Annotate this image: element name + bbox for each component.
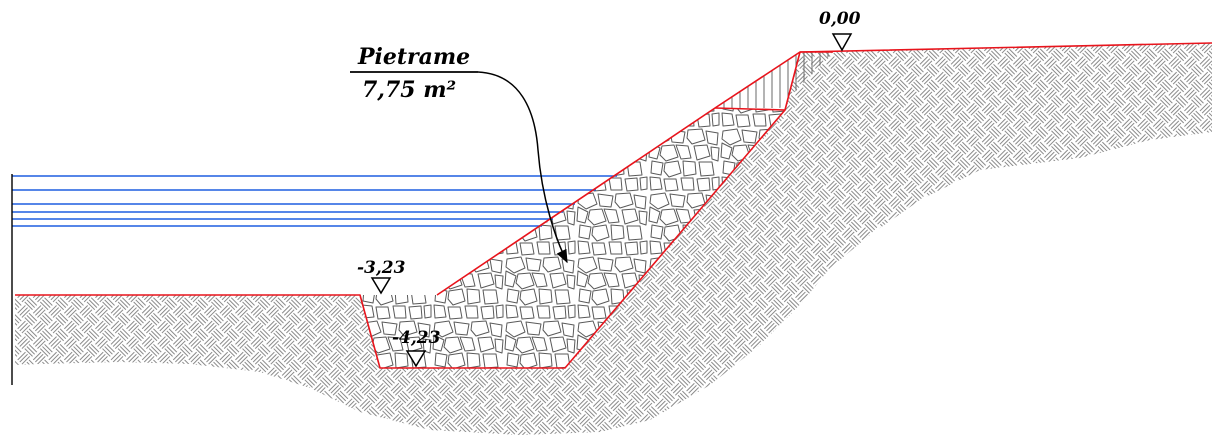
area-label: 7,75 m² <box>362 77 456 103</box>
leader-arrow <box>350 71 568 264</box>
section-outline <box>15 42 1212 369</box>
soil-hatch <box>15 43 1212 435</box>
elevation-marker-bed: -3,23 <box>357 258 406 295</box>
elevation-marker-top: 0,00 <box>819 9 861 52</box>
elevation-label-trench: -4,23 <box>392 328 441 348</box>
fill-wedge <box>715 52 833 108</box>
water-lines <box>12 175 617 227</box>
elevation-triangle-icon <box>831 33 853 52</box>
elevation-marker-trench: -4,23 <box>392 328 441 368</box>
elevation-label-bed: -3,23 <box>357 258 406 278</box>
elevation-triangle-icon <box>405 350 427 368</box>
material-label: Pietrame <box>357 44 470 70</box>
elevation-triangle-icon <box>370 277 392 295</box>
elevation-label-top: 0,00 <box>819 9 861 29</box>
riprap-body <box>360 108 785 368</box>
